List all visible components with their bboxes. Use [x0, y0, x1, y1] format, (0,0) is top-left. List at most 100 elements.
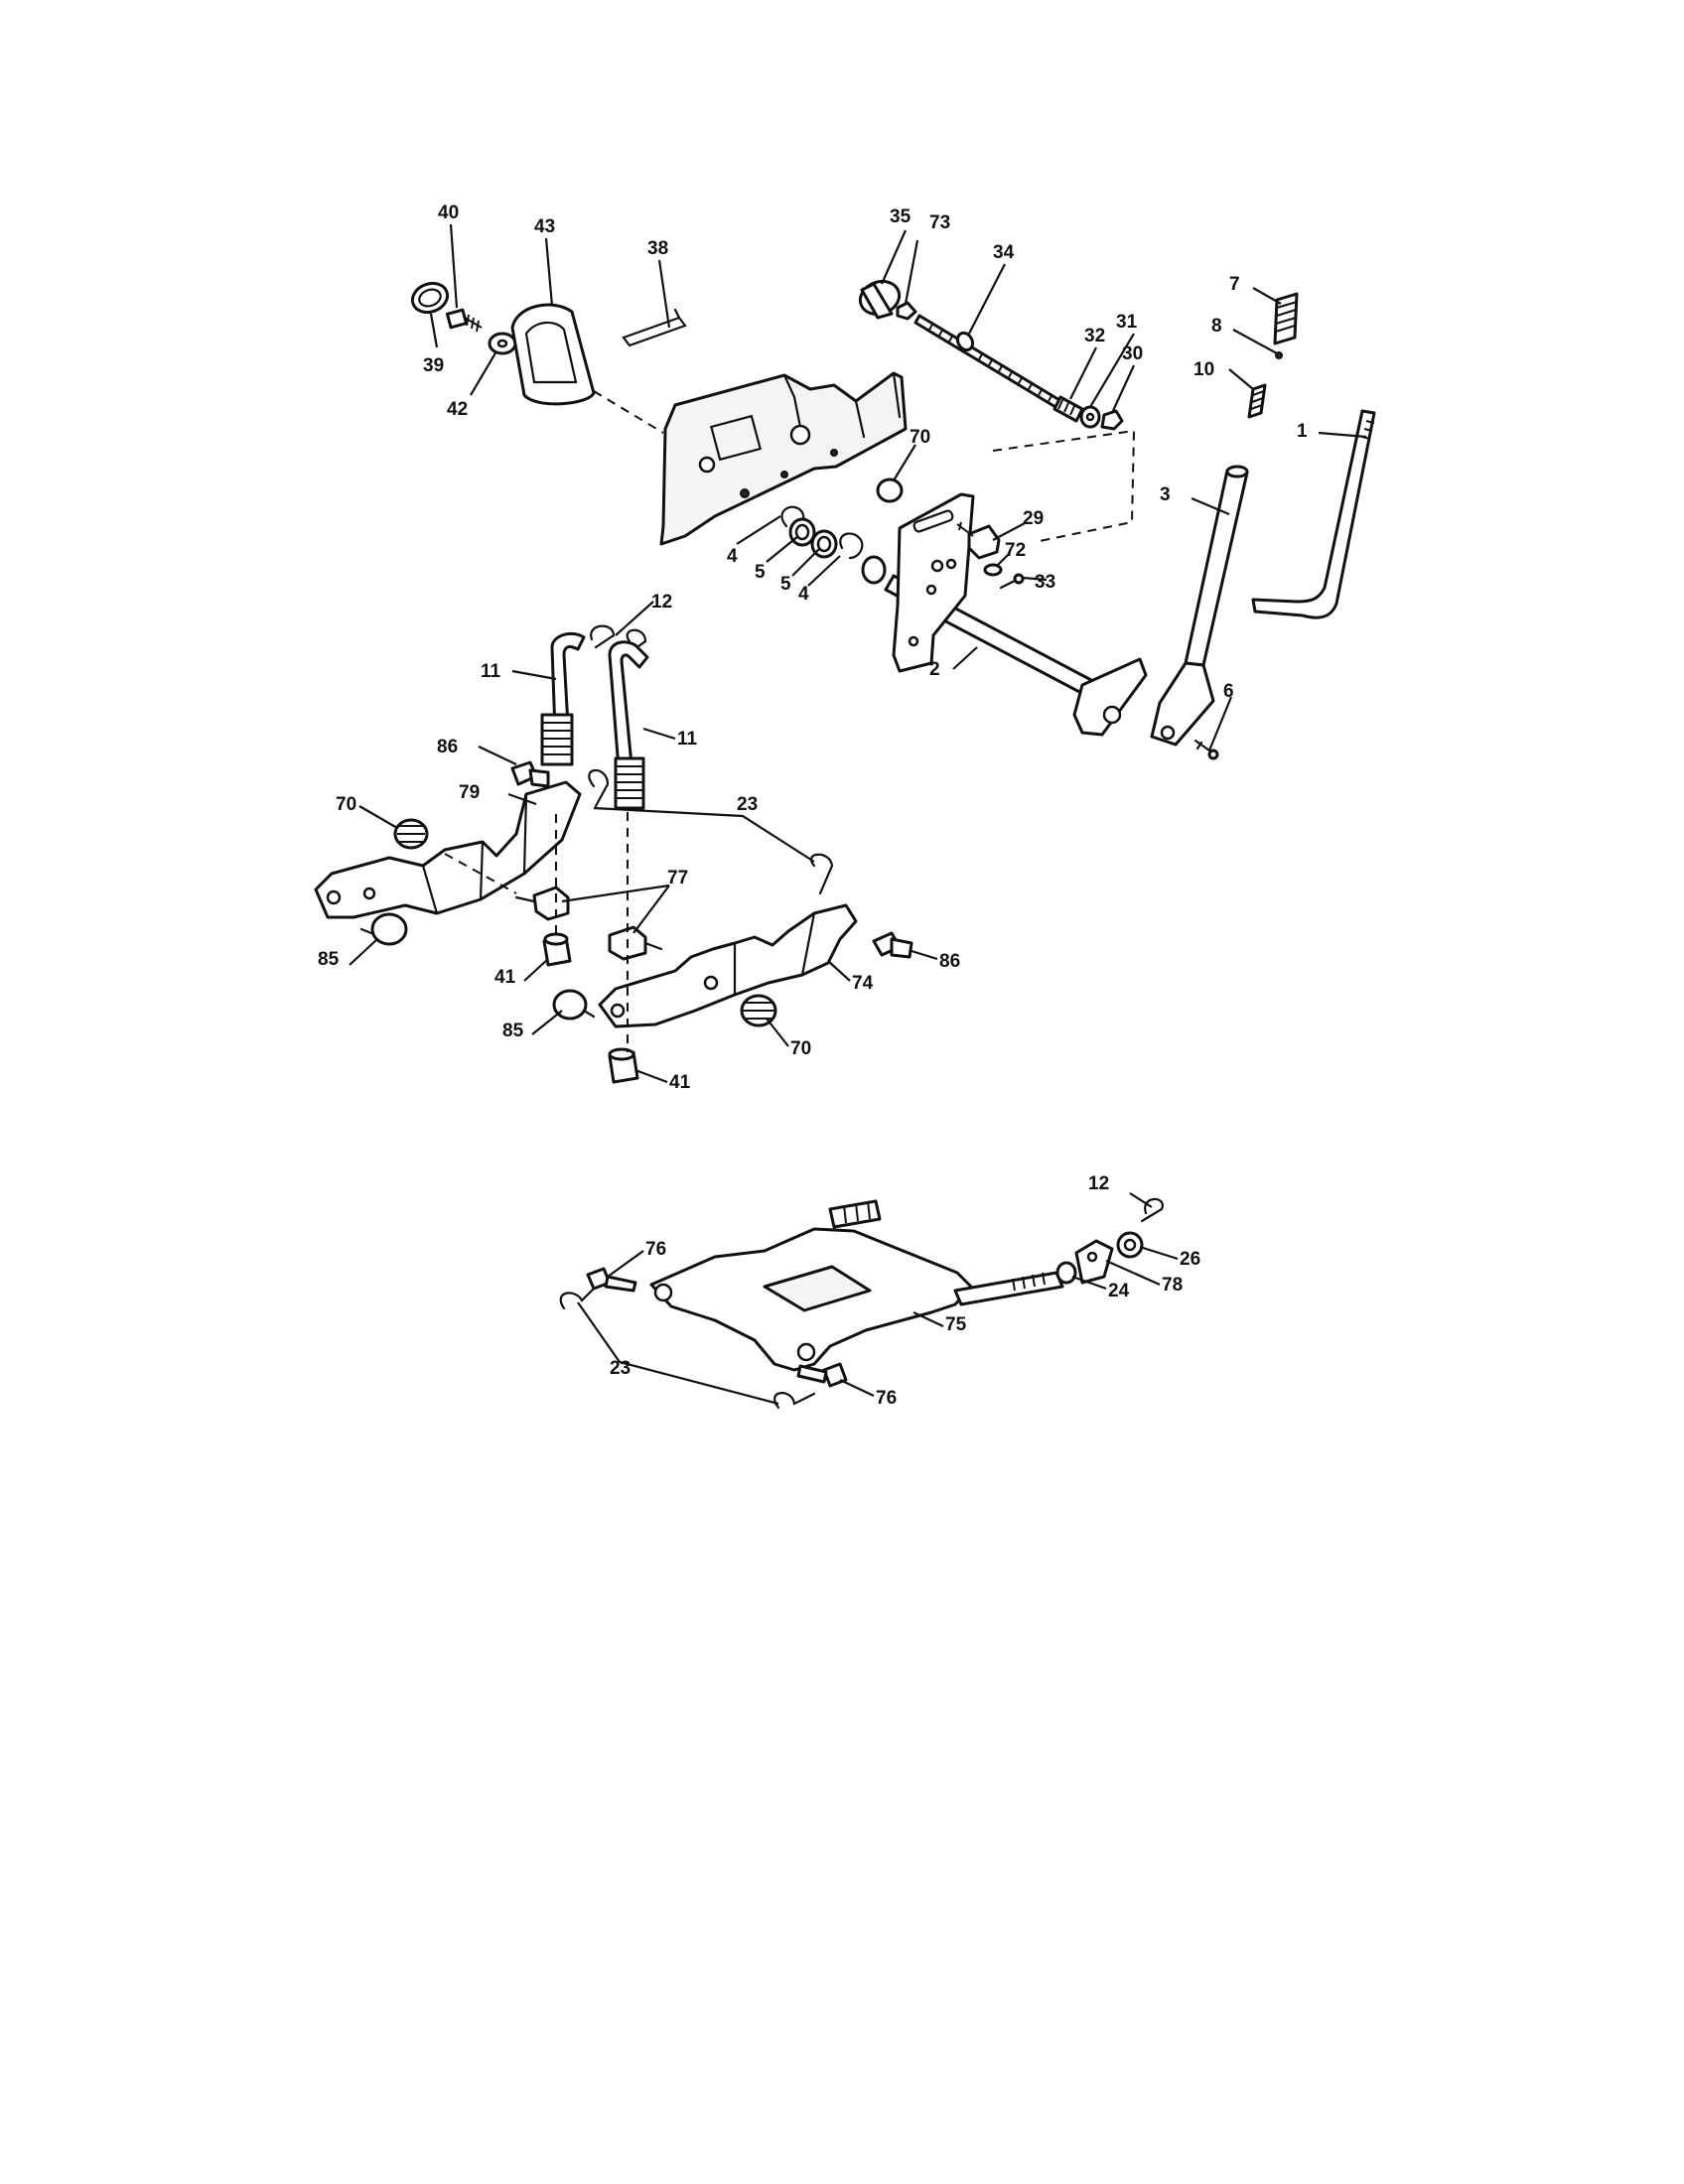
part-12-clip-lower [1140, 1197, 1164, 1223]
callout-35: 35 [890, 206, 912, 227]
callout-23-middle: 23 [737, 794, 758, 815]
callout-2: 2 [929, 659, 940, 680]
part-11-rod-right [608, 640, 649, 810]
callout-74: 74 [852, 973, 874, 994]
part-74-bracket [598, 903, 858, 1028]
pedal-plate [892, 492, 975, 673]
part-11-rod-left [540, 631, 586, 766]
callout-29: 29 [1023, 508, 1044, 529]
part-24-nut [1055, 1261, 1077, 1285]
part-32-spring [1052, 395, 1084, 423]
part-85-knob-left [359, 912, 408, 946]
part-8-ball [1275, 351, 1283, 359]
part-3-handle [1150, 465, 1249, 747]
callout-26: 26 [1180, 1249, 1200, 1270]
part-39-knob [410, 281, 450, 315]
part-29-block [956, 521, 1001, 560]
callout-1: 1 [1297, 421, 1308, 442]
callout-8: 8 [1211, 316, 1222, 337]
part-70-nut-right [740, 994, 777, 1027]
callout-32: 32 [1084, 326, 1105, 346]
callout-40: 40 [438, 203, 459, 223]
callout-12-upper: 12 [651, 592, 672, 613]
callout-38: 38 [647, 238, 668, 259]
part-79-bracket [314, 780, 582, 919]
callout-76-upper: 76 [645, 1239, 666, 1260]
callout-42: 42 [447, 399, 468, 420]
callout-72: 72 [1005, 540, 1026, 561]
callout-78: 78 [1162, 1275, 1183, 1296]
callout-41-right: 41 [669, 1072, 691, 1093]
callout-12-lower: 12 [1088, 1173, 1109, 1194]
part-23-clip-middle [588, 768, 834, 895]
part-33-pin [999, 573, 1025, 590]
guide-nut [444, 853, 517, 894]
part-78-clevis [1074, 1239, 1114, 1285]
callout-11-right: 11 [677, 729, 698, 750]
part-77-block-left [514, 886, 570, 921]
callout-73: 73 [929, 212, 950, 233]
callout-33: 33 [1035, 572, 1055, 593]
part-5-washer-a [788, 517, 816, 547]
part-73-nut [896, 301, 917, 321]
part-41-nut-right [608, 1047, 639, 1084]
part-38-clip [622, 308, 687, 347]
callout-70-left: 70 [336, 794, 356, 815]
callout-10: 10 [1193, 359, 1214, 380]
callout-77: 77 [667, 868, 688, 888]
callout-86-left: 86 [437, 737, 458, 757]
part-86-bolt-right [872, 931, 913, 959]
part-70-nut-left [393, 818, 429, 850]
part-23-clip-lower-b [773, 1392, 816, 1410]
callout-4-a: 4 [727, 546, 738, 567]
callout-79: 79 [459, 782, 480, 803]
part-70-washer-upper [876, 478, 904, 503]
part-26-nut [1116, 1231, 1144, 1259]
guide-box [992, 429, 1136, 543]
callout-70-upper: 70 [910, 427, 930, 448]
frame-bracket [659, 371, 908, 546]
part-75-plate [649, 1227, 1064, 1372]
callout-85-left: 85 [318, 949, 340, 970]
part-4-clip-b [839, 532, 864, 560]
callout-23-lower: 23 [610, 1358, 631, 1379]
callout-30: 30 [1122, 343, 1143, 364]
part-6-screw [1193, 739, 1219, 760]
part-72-washer [983, 563, 1003, 577]
leader-lines [349, 223, 1367, 1406]
callout-39: 39 [423, 355, 444, 376]
callout-24: 24 [1108, 1281, 1130, 1301]
part-76-bolt-lower [796, 1362, 848, 1388]
part-12-clip-upper [590, 624, 647, 653]
part-85-knob-right [552, 989, 596, 1021]
callout-31: 31 [1116, 312, 1138, 333]
callout-6: 6 [1223, 681, 1234, 702]
callout-34: 34 [993, 242, 1015, 263]
callout-43: 43 [534, 216, 555, 237]
callout-3: 3 [1160, 484, 1171, 505]
guide-43 [593, 390, 664, 434]
part-7-grip [1273, 292, 1299, 345]
callout-86-right: 86 [939, 951, 960, 972]
part-10-spring [1247, 383, 1267, 419]
part-40-bolt [445, 308, 483, 333]
part-86-bolt-left [510, 760, 550, 788]
callout-5-b: 5 [780, 574, 791, 595]
callout-76-lower: 76 [876, 1388, 897, 1409]
callout-41-left: 41 [494, 967, 516, 988]
part-41-nut-left [542, 932, 572, 967]
part-43-cover [510, 303, 596, 406]
callout-7: 7 [1229, 274, 1240, 295]
callout-75: 75 [945, 1314, 967, 1335]
part-42-washer [488, 332, 517, 355]
part-23-clip-lower-a [559, 1287, 596, 1310]
part-35-knob [858, 279, 902, 320]
part-76-bolt-upper [586, 1267, 637, 1293]
part-1-lever [1251, 409, 1376, 619]
stud [828, 1199, 882, 1229]
callout-11-left: 11 [481, 661, 501, 682]
part-31-washer [1079, 405, 1101, 429]
callout-5-a: 5 [755, 562, 766, 583]
part-30-nut [1100, 409, 1124, 431]
part-34-rod [913, 314, 1076, 418]
